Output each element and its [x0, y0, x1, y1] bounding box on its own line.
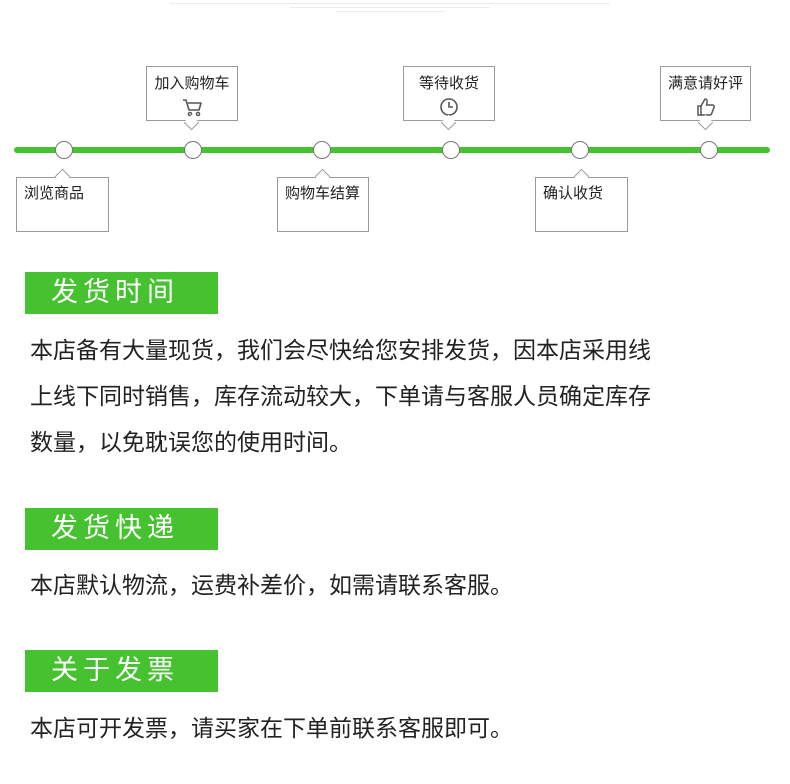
step-browse-label: 浏览商品 — [24, 184, 85, 202]
step-review-label: 满意请好评 — [667, 74, 743, 92]
step-confirm-label: 确认收货 — [543, 184, 604, 202]
shipping-time-line-3: 数量，以免耽误您的使用时间。 — [30, 430, 352, 456]
shipping-time-text: 本店备有大量现货，我们会尽快给您安排发货，因本店采用线 上线下同时销售，库存流动… — [30, 328, 760, 466]
timeline-track — [14, 147, 770, 153]
timeline-node-confirm — [571, 141, 589, 159]
shipping-time-line-1: 本店备有大量现货，我们会尽快给您安排发货，因本店采用线 — [30, 338, 651, 364]
step-add-cart-label: 加入购物车 — [154, 74, 230, 92]
timeline-node-browse — [55, 141, 73, 159]
clock-icon — [440, 98, 458, 116]
timeline-node-checkout — [313, 141, 331, 159]
courier-text: 本店默认物流，运费补差价，如需请联系客服。 — [30, 573, 513, 599]
section-title-shipping-time: 发货时间 — [25, 272, 218, 314]
step-await-label: 等待收货 — [418, 74, 479, 92]
purchase-process-timeline: 加入购物车 等待收货 满意请好评 浏览商品 购物车结算 确认收货 — [0, 0, 790, 240]
step-await: 等待收货 — [403, 66, 495, 121]
step-checkout-label: 购物车结算 — [285, 184, 361, 202]
step-checkout: 购物车结算 — [277, 177, 369, 232]
shipping-time-line-2: 上线下同时销售，库存流动较大，下单请与客服人员确定库存 — [30, 384, 651, 410]
timeline-node-review — [700, 141, 718, 159]
faint-header-decoration — [165, 0, 615, 18]
step-confirm: 确认收货 — [535, 177, 628, 232]
section-title-courier: 发货快递 — [25, 508, 218, 550]
timeline-node-add-cart — [184, 141, 202, 159]
step-add-cart: 加入购物车 — [146, 66, 238, 121]
step-review: 满意请好评 — [660, 66, 751, 121]
shopping-cart-icon — [183, 99, 202, 117]
section-title-invoice: 关于发票 — [25, 650, 218, 692]
invoice-text: 本店可开发票，请买家在下单前联系客服即可。 — [30, 716, 513, 742]
thumbs-up-icon — [696, 98, 715, 116]
step-browse: 浏览商品 — [16, 177, 109, 232]
timeline-node-await — [442, 141, 460, 159]
